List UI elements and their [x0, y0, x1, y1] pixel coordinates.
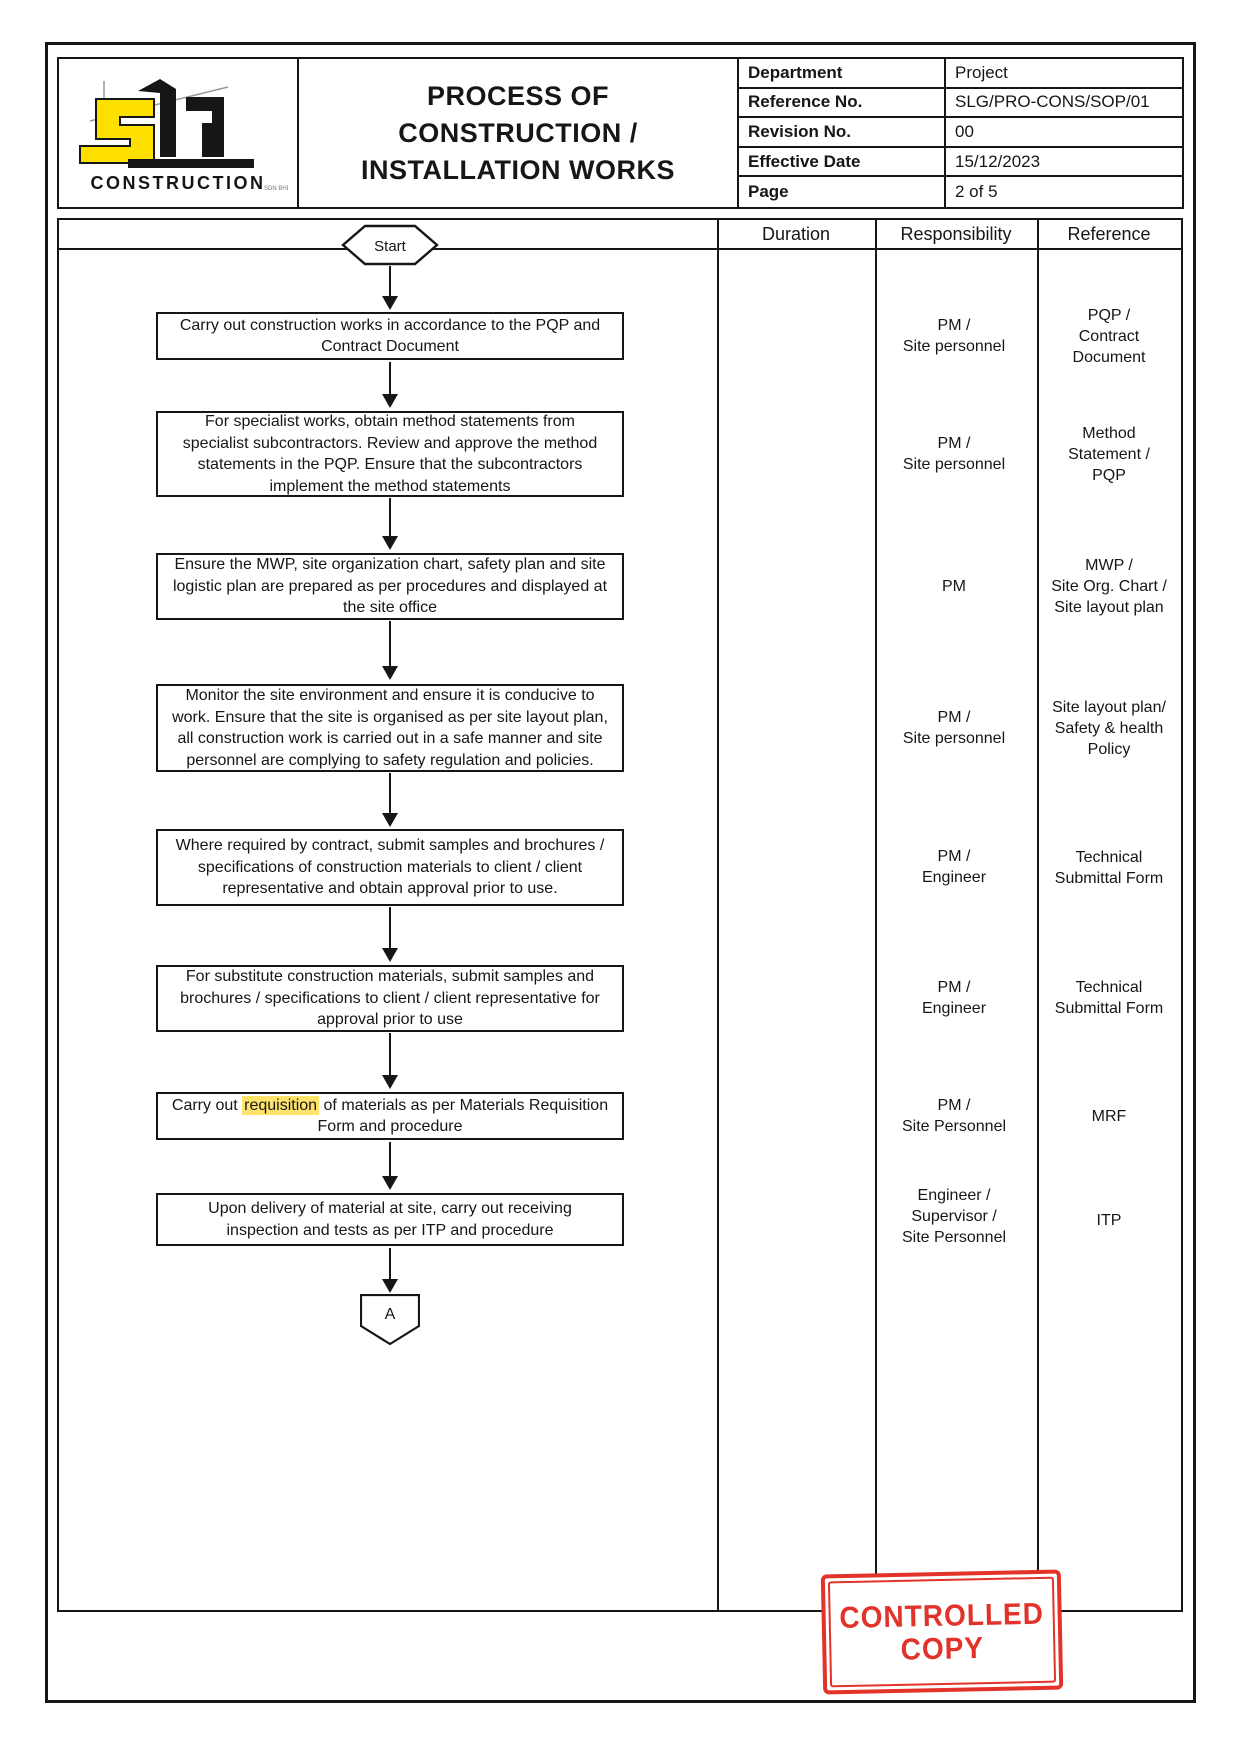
process-table: Activity Duration Responsibility Referen… — [57, 218, 1183, 1612]
step-text: Upon delivery of material at site, carry… — [208, 1200, 572, 1239]
flow-arrow — [380, 266, 400, 310]
page-border — [45, 42, 1196, 1703]
flow-step-box-5: Where required by contract, submit sampl… — [156, 829, 624, 906]
step-text-pre: Carry out — [171, 1096, 243, 1114]
step-text: For substitute construction materials, s… — [180, 968, 600, 1029]
flow-arrow — [380, 621, 400, 680]
table-grid-line — [1037, 220, 1039, 1610]
start-terminator-shape: Start — [341, 224, 439, 266]
info-row-revision-no: Revision No. 00 — [739, 118, 1182, 148]
step-text-post: of materials as per Materials Requisitio… — [317, 1096, 609, 1136]
info-label: Page — [739, 177, 946, 207]
responsibility-step-1: PM / Site personnel — [902, 317, 1006, 355]
document-header: CONSTRUCTION SDN BHD PROCESS OF CONSTRUC… — [57, 57, 1184, 209]
slg-logo-icon: CONSTRUCTION SDN BHD — [79, 79, 288, 193]
logo-brand-suffix: SDN BHD — [264, 186, 288, 192]
reference-step-6: Technical Submittal Form — [1054, 979, 1164, 1017]
info-label: Effective Date — [739, 147, 946, 176]
stamp-text-line-2: COPY — [900, 1630, 985, 1667]
flow-arrow — [380, 1033, 400, 1089]
info-row-effective-date: Effective Date 15/12/2023 — [739, 147, 1182, 178]
reference-step-2: Method Statement / PQP — [1068, 424, 1150, 484]
info-label: Reference No. — [739, 88, 946, 117]
info-value: 00 — [955, 121, 974, 141]
flow-step-box-8: Upon delivery of material at site, carry… — [156, 1193, 624, 1246]
reference-step-8: ITP — [1096, 1211, 1122, 1229]
step-text: Monitor the site environment and ensure … — [172, 687, 608, 769]
responsibility-step-8: Engineer / Supervisor / Site Personnel — [901, 1186, 1007, 1246]
offpage-connector-shape: A — [360, 1294, 420, 1346]
title-line-1: PROCESS OF — [426, 80, 610, 111]
flow-step-box-3: Ensure the MWP, site organization chart,… — [156, 553, 624, 620]
info-value: 2 of 5 — [955, 182, 998, 202]
step-text: For specialist works, obtain method stat… — [182, 413, 598, 495]
table-grid-line — [59, 248, 1181, 250]
reference-step-1: PQP / Contract Document — [1072, 306, 1146, 366]
connector-label: A — [385, 1306, 396, 1323]
controlled-copy-stamp: CONTROLLED COPY — [820, 1569, 1064, 1695]
responsibility-step-3: PM — [942, 577, 966, 595]
table-grid-line — [875, 220, 877, 1610]
document-info-table: Department Project Reference No. SLG/PRO… — [739, 59, 1182, 207]
flow-arrow — [380, 1248, 400, 1293]
info-value: SLG/PRO-CONS/SOP/01 — [955, 92, 1150, 112]
flow-arrow — [380, 907, 400, 962]
info-row-department: Department Project — [739, 59, 1182, 89]
highlighted-text: requisition — [242, 1095, 320, 1115]
flow-step-box-4: Monitor the site environment and ensure … — [156, 684, 624, 772]
step-text: Where required by contract, submit sampl… — [175, 837, 605, 898]
start-label: Start — [374, 238, 407, 255]
info-row-reference-no: Reference No. SLG/PRO-CONS/SOP/01 — [739, 88, 1182, 119]
info-row-page: Page 2 of 5 — [739, 177, 1182, 207]
flow-step-box-1: Carry out construction works in accordan… — [156, 312, 624, 360]
reference-step-4: Site layout plan/ Safety & health Policy — [1052, 698, 1166, 758]
reference-step-7: MRF — [1091, 1107, 1127, 1125]
info-value: 15/12/2023 — [955, 151, 1041, 171]
info-label: Department — [739, 59, 946, 87]
title-line-2: CONSTRUCTION / — [398, 117, 638, 148]
stamp-text-line-1: CONTROLLED — [839, 1596, 1045, 1635]
responsibility-step-4: PM / Site personnel — [902, 709, 1006, 747]
table-grid-line — [717, 220, 719, 1610]
flow-arrow — [380, 498, 400, 550]
column-header-duration: Duration — [761, 224, 831, 244]
responsibility-step-7: PM / Site Personnel — [901, 1097, 1007, 1135]
info-value: Project — [955, 62, 1008, 82]
flow-arrow — [380, 773, 400, 827]
step-text: Carry out requisition of materials as pe… — [170, 1095, 610, 1138]
reference-step-5: Technical Submittal Form — [1054, 849, 1164, 887]
title-line-3: INSTALLATION WORKS — [361, 154, 675, 185]
flow-step-box-6: For substitute construction materials, s… — [156, 965, 624, 1032]
column-header-responsibility: Responsibility — [900, 224, 1012, 244]
logo-brand-text: CONSTRUCTION — [91, 173, 266, 193]
document-title: PROCESS OF CONSTRUCTION / INSTALLATION W… — [299, 59, 739, 207]
info-label: Revision No. — [739, 118, 946, 146]
responsibility-step-5: PM / Engineer — [921, 848, 987, 886]
responsibility-step-6: PM / Engineer — [921, 979, 987, 1017]
responsibility-step-2: PM / Site personnel — [902, 435, 1006, 473]
reference-step-3: MWP / Site Org. Chart / Site layout plan — [1051, 556, 1167, 616]
step-text: Carry out construction works in accordan… — [179, 316, 601, 356]
company-logo: CONSTRUCTION SDN BHD — [59, 59, 299, 207]
flow-arrow — [380, 362, 400, 408]
column-header-reference: Reference — [1067, 224, 1151, 244]
flow-arrow — [380, 1142, 400, 1190]
flow-step-box-7: Carry out requisition of materials as pe… — [156, 1092, 624, 1140]
flow-step-box-2: For specialist works, obtain method stat… — [156, 411, 624, 497]
step-text: Ensure the MWP, site organization chart,… — [172, 556, 608, 617]
